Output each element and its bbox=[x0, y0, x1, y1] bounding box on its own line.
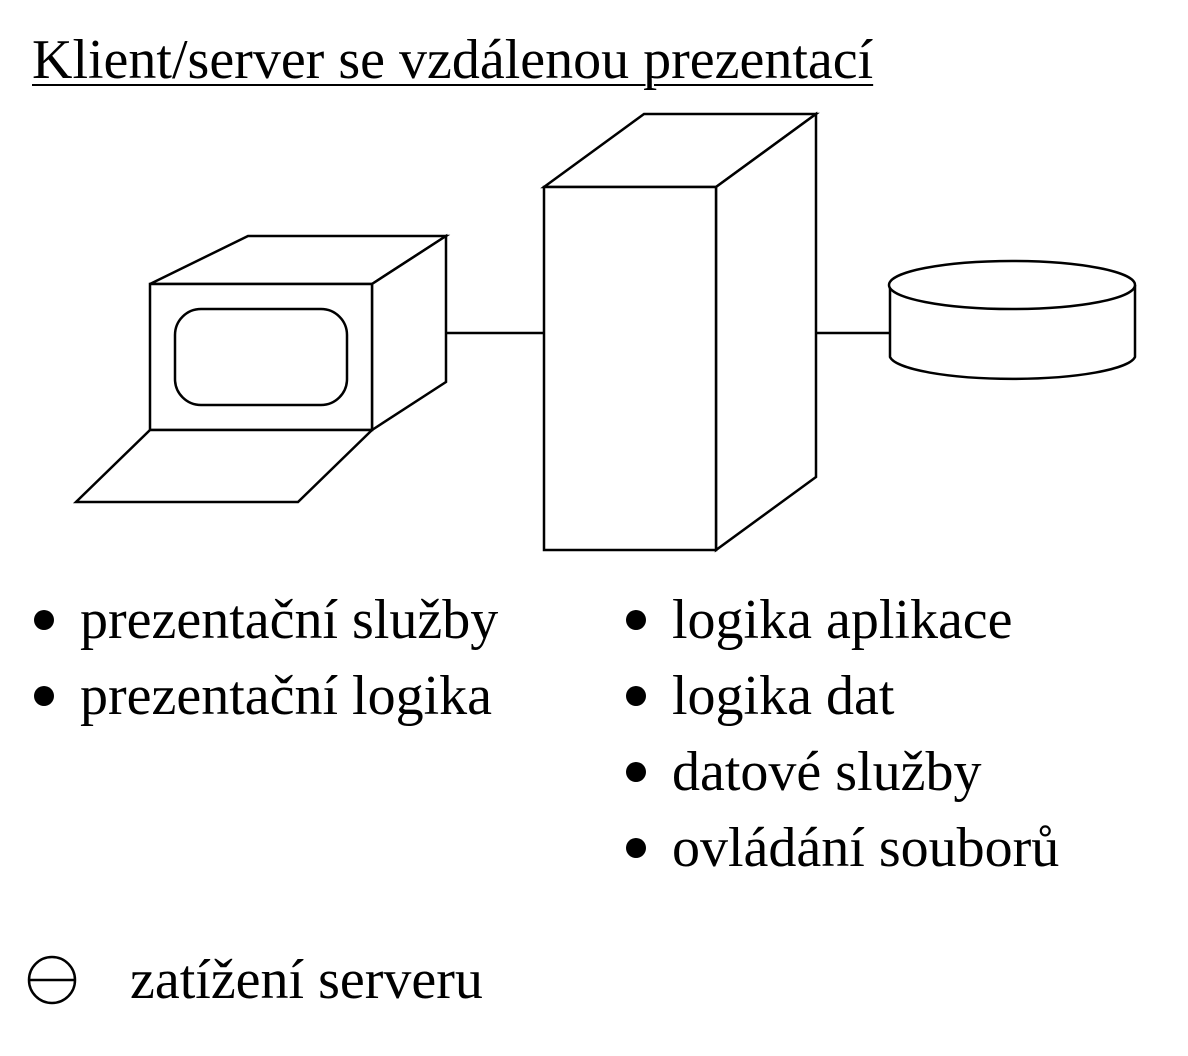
server-tower-icon bbox=[540, 111, 820, 553]
server-load-note: zatížení serveru bbox=[26, 942, 483, 1018]
bullet-icon bbox=[626, 686, 646, 706]
bullet-icon bbox=[34, 610, 54, 630]
list-item: prezentační služby bbox=[34, 582, 498, 658]
list-item: ovládání souborů bbox=[626, 810, 1059, 886]
bullet-icon bbox=[34, 686, 54, 706]
bullet-icon bbox=[626, 610, 646, 630]
bullet-icon bbox=[626, 838, 646, 858]
client-terminal-icon bbox=[72, 233, 451, 504]
list-item-label: logika dat bbox=[672, 665, 895, 727]
list-item-label: ovládání souborů bbox=[672, 817, 1060, 879]
list-item: prezentační logika bbox=[34, 658, 498, 734]
server-load-text: zatížení serveru bbox=[130, 949, 483, 1011]
list-item: datové služby bbox=[626, 734, 1059, 810]
list-item-label: logika aplikace bbox=[672, 589, 1013, 651]
list-item-label: datové služby bbox=[672, 741, 982, 803]
client-services-list: prezentační služby prezentační logika bbox=[34, 582, 498, 734]
list-item: logika dat bbox=[626, 658, 1059, 734]
list-item-label: prezentační služby bbox=[80, 589, 499, 651]
page-title: Klient/server se vzdálenou prezentací bbox=[32, 29, 874, 91]
minus-circle-icon bbox=[27, 955, 77, 1005]
list-item-label: prezentační logika bbox=[80, 665, 493, 727]
server-services-list: logika aplikace logika dat datové služby… bbox=[626, 582, 1059, 886]
disk-storage-icon bbox=[887, 259, 1137, 381]
list-item: logika aplikace bbox=[626, 582, 1059, 658]
bullet-icon bbox=[626, 762, 646, 782]
